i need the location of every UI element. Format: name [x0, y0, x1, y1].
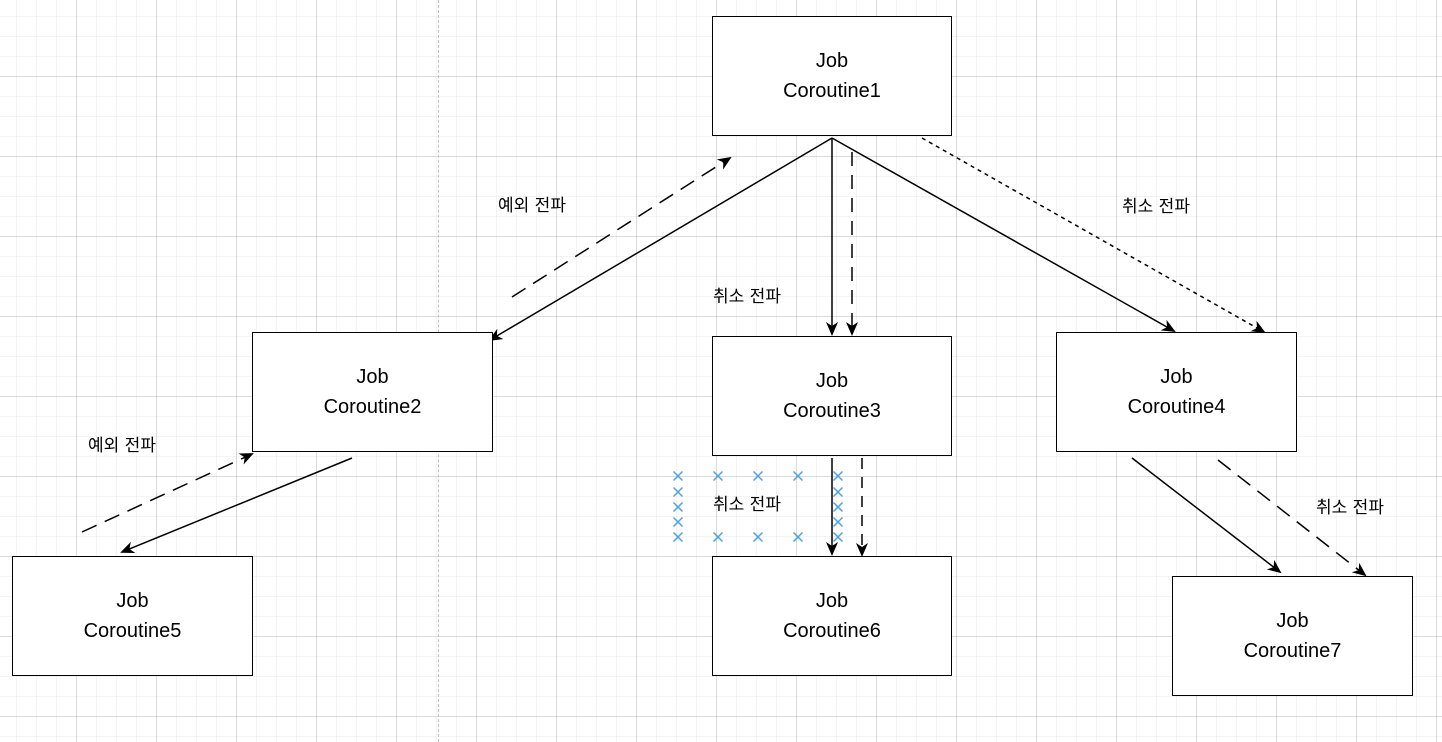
- blocked-marker: [752, 470, 764, 482]
- blocked-marker: [672, 531, 684, 543]
- node-type: Job: [815, 370, 849, 392]
- edge-c2-c5[interactable]: [120, 457, 353, 554]
- blocked-marker: [832, 501, 844, 513]
- blocked-marker: [792, 531, 804, 543]
- label-exception-c5-c2: 예외 전파: [88, 436, 156, 456]
- node-name: Coroutine4: [1127, 396, 1226, 418]
- label-cancel-c3-c6: 취소 전파: [713, 495, 781, 515]
- cancel-edge-c4-c7[interactable]: [1217, 459, 1367, 577]
- node-coroutine3[interactable]: Job Coroutine3: [712, 336, 952, 456]
- node-name: Coroutine6: [783, 620, 881, 642]
- blocked-marker: [832, 516, 844, 528]
- blocked-marker: [672, 501, 684, 513]
- node-type: Job: [815, 590, 849, 612]
- node-coroutine1[interactable]: Job Coroutine1: [712, 16, 952, 136]
- exception-edge-c2-c1[interactable]: [511, 156, 732, 298]
- blocked-marker: [832, 486, 844, 498]
- exception-edge-c5-c2[interactable]: [81, 453, 254, 533]
- node-coroutine7[interactable]: Job Coroutine7: [1172, 576, 1413, 696]
- node-coroutine2[interactable]: Job Coroutine2: [252, 332, 493, 452]
- blocked-marker: [672, 470, 684, 482]
- blocked-marker: [672, 486, 684, 498]
- node-type: Job: [1276, 610, 1309, 632]
- label-exception-c2-c1: 예외 전파: [498, 196, 566, 216]
- node-name: Coroutine2: [323, 396, 422, 418]
- blocked-marker: [832, 531, 844, 543]
- node-name: Coroutine3: [783, 400, 881, 422]
- label-cancel-c1-c3: 취소 전파: [713, 287, 781, 307]
- node-type: Job: [1160, 366, 1193, 388]
- blocked-marker: [752, 531, 764, 543]
- edge-c1-c4[interactable]: [831, 137, 1176, 332]
- node-type: Job: [356, 366, 389, 388]
- node-coroutine4[interactable]: Job Coroutine4: [1056, 332, 1297, 452]
- blocked-marker: [792, 470, 804, 482]
- blocked-marker: [832, 470, 844, 482]
- node-name: Coroutine7: [1243, 640, 1342, 662]
- blocked-marker: [712, 470, 724, 482]
- cancel-edge-c1-c4[interactable]: [921, 137, 1266, 333]
- node-name: Coroutine5: [83, 620, 182, 642]
- node-name: Coroutine1: [783, 80, 881, 102]
- label-cancel-c1-c4: 취소 전파: [1122, 197, 1190, 217]
- blocked-markers: [672, 470, 844, 543]
- blocked-marker: [672, 516, 684, 528]
- node-coroutine6[interactable]: Job Coroutine6: [712, 556, 952, 676]
- node-coroutine5[interactable]: Job Coroutine5: [12, 556, 253, 676]
- edge-c4-c7[interactable]: [1131, 457, 1282, 574]
- label-cancel-c4-c7: 취소 전파: [1316, 498, 1384, 518]
- blocked-marker: [712, 531, 724, 543]
- edge-c1-c2[interactable]: [488, 137, 833, 342]
- node-type: Job: [116, 590, 149, 612]
- node-type: Job: [815, 50, 849, 72]
